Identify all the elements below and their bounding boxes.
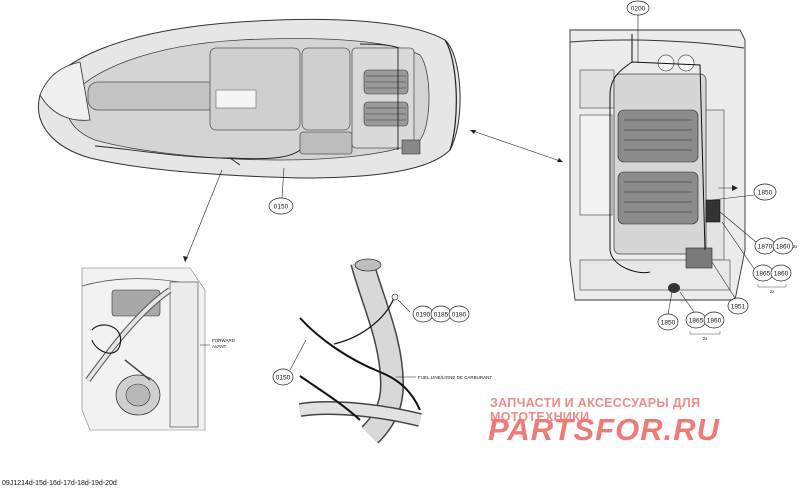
bow-cap — [39, 61, 91, 121]
forward-label-2: AVANT — [212, 344, 227, 349]
forward-label-1: FORWARD — [212, 338, 236, 343]
callout-label: 1865 — [689, 318, 704, 325]
detail-forward-view: FORWARD AVANT — [81, 267, 236, 431]
floor-panel-2 — [301, 47, 351, 131]
detail-fuel-line — [298, 258, 422, 444]
engines-top — [363, 69, 409, 127]
callout-0150-detail[interactable]: 0150 — [272, 339, 307, 386]
callout-label: 1860 — [776, 244, 791, 251]
leader-to-detail-right — [469, 129, 564, 163]
bench-seat — [87, 81, 219, 111]
diagram-code: 09J1214d-15d-16d-17d-18d-19d-20d — [2, 480, 117, 487]
watermark-tagline: ЗАПЧАСТИ И АКСЕССУАРЫ ДЛЯ МОТОТЕХНИКИ — [490, 396, 701, 424]
callout-1865[interactable]: 1865 — [721, 221, 774, 282]
callout-0180[interactable]: 0180 — [448, 305, 470, 323]
callout-label: 0150 — [274, 204, 289, 211]
callout-label: 1850 — [758, 190, 773, 197]
callout-label: 0185 — [434, 312, 449, 319]
callout-1850-bottom[interactable]: 1850 — [657, 291, 679, 331]
cable-loop — [91, 324, 122, 354]
leader-to-detail-left — [183, 169, 223, 263]
harness-detail — [609, 34, 706, 274]
hatch-white — [215, 89, 257, 109]
fuel-line-hose — [299, 317, 421, 411]
battery-box — [401, 139, 421, 155]
engines-detail — [617, 109, 699, 225]
callout-label: 1870 — [758, 244, 773, 251]
callout-label: 1951 — [731, 304, 746, 311]
watermark-logo: PARTSFOR.RU — [488, 412, 721, 447]
rear-cockpit — [299, 131, 353, 155]
clamp-wire — [333, 297, 395, 345]
qty-mark: 2x — [703, 336, 709, 341]
callout-1865-b[interactable]: 1865 — [679, 291, 707, 329]
wiring-harness — [94, 43, 399, 166]
callout-label: 0180 — [452, 312, 467, 319]
callout-label: 1865 — [756, 271, 771, 278]
callout-0200[interactable]: 0200 — [626, 0, 650, 62]
qty-mark: 2x — [793, 244, 799, 249]
callout-label: 1860 — [707, 318, 722, 325]
callout-label: 0190 — [416, 312, 431, 319]
callout-label: 1850 — [661, 320, 676, 327]
callout-0185[interactable]: 0185 — [430, 305, 452, 323]
module-1850 — [705, 199, 721, 223]
engine-bay-detail — [569, 29, 746, 301]
engine-compartment — [613, 73, 707, 255]
callout-0150-main[interactable]: 0150 — [268, 167, 294, 215]
floor-panel-1 — [209, 47, 301, 131]
fuel-line-label: FUEL LINE/LIGNE DE CARBURANT — [396, 375, 492, 380]
callout-label: 0200 — [631, 6, 646, 13]
qty-mark: 2x — [770, 289, 776, 294]
engine-bay — [351, 47, 415, 149]
callout-1951[interactable]: 1951 — [711, 261, 749, 315]
relay-bottom — [668, 283, 680, 293]
fuel-line-text: FUEL LINE/LIGNE DE CARBURANT — [418, 375, 492, 380]
callout-1850-right[interactable]: 1850 — [711, 183, 777, 201]
callout-1860-c[interactable]: 1860 2x — [689, 311, 725, 341]
callout-1860-b[interactable]: 1860 2x — [757, 264, 792, 294]
stern — [444, 39, 457, 151]
callout-0190[interactable]: 0190 — [397, 299, 434, 323]
boat-top-view — [38, 18, 461, 179]
battery-box-detail — [685, 247, 713, 269]
callout-label: 1860 — [774, 271, 789, 278]
callout-label: 0150 — [276, 375, 291, 382]
callout-1860-a[interactable]: 1860 2x — [772, 237, 799, 255]
